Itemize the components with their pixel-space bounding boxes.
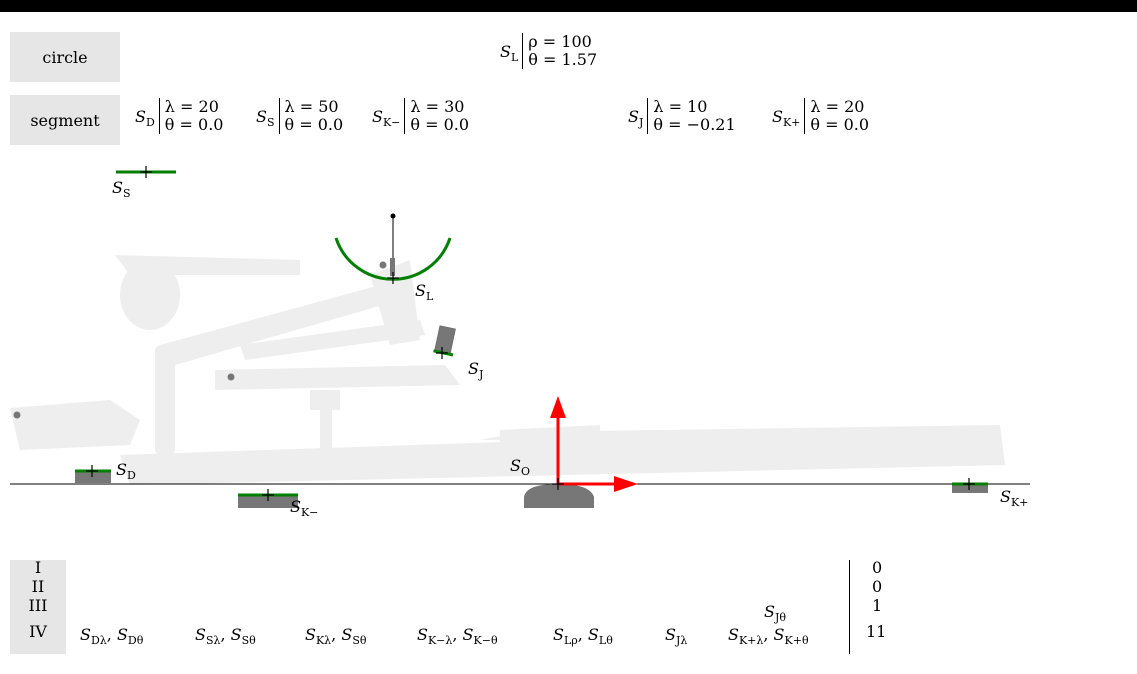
dof-row-iv-item-kplus: SK+λ, SK+θ — [728, 625, 809, 647]
body-sd — [75, 471, 111, 483]
circle-row-label: circle — [10, 32, 120, 82]
pivot-dot-damper — [13, 411, 21, 419]
pivot-dot-wippen — [227, 373, 235, 381]
ghost-hammer-shank — [160, 285, 400, 365]
ghost-damper — [10, 400, 140, 450]
label-sj: SJ — [468, 359, 484, 381]
ghost-jack — [155, 345, 175, 455]
ghost-capstan — [320, 410, 332, 455]
center-dot-sl — [390, 213, 396, 219]
segment-row-label: segment — [10, 95, 120, 145]
dof-row-iv-item-j: SJλ — [665, 625, 688, 647]
marker-sl — [387, 272, 399, 284]
pivot-dot-hammer — [379, 261, 387, 269]
label-skplus: SK+ — [1000, 487, 1029, 509]
dof-row-iv-count: 11 — [866, 622, 887, 641]
dof-row-iv-item-l: SLρ, SLθ — [553, 625, 613, 647]
top-border — [0, 0, 1137, 12]
body-skminus — [238, 495, 298, 508]
label-sl: SL — [415, 281, 434, 303]
marker-skplus — [963, 478, 975, 490]
marker-sd — [86, 465, 98, 477]
dof-row-iv-item-k: SKλ, SSθ — [305, 625, 367, 647]
body-sl — [390, 258, 395, 276]
ghost-hammer-head — [120, 260, 180, 330]
label-so: SO — [510, 456, 530, 478]
dof-table-separator — [849, 560, 850, 654]
dof-row-iv-item-d: SDλ, SDθ — [80, 625, 144, 647]
ghost-wippen-flange — [310, 390, 340, 410]
label-skminus: SK− — [290, 497, 319, 519]
dof-row-iv-label: IV — [29, 622, 47, 641]
ghost-rep-lever — [240, 320, 425, 360]
ghost-mechanism — [10, 255, 1005, 485]
marker-skminus — [262, 489, 274, 501]
ghost-flange — [370, 260, 420, 345]
dof-row-iv-item-s: SSλ, SSθ — [195, 625, 256, 647]
dof-row-iii-label: III — [28, 596, 48, 615]
dof-row-iv-item-kminus: SK−λ, SK−θ — [417, 625, 498, 647]
dof-row-i-label: I — [34, 558, 42, 577]
origin-dome — [524, 484, 594, 508]
dof-row-iii-count: 1 — [872, 596, 883, 615]
ghost-top-rail — [115, 255, 300, 275]
ghost-wippen — [215, 365, 460, 390]
label-ss: SS — [112, 178, 131, 200]
block-sj — [433, 325, 456, 357]
x-axis-arrowhead — [614, 476, 638, 492]
marker-sj — [436, 347, 448, 359]
dof-row-iii-item: SJθ — [764, 602, 787, 624]
dof-row-ii-label: II — [31, 577, 45, 596]
ghost-backcheck — [500, 425, 600, 445]
y-axis-arrowhead — [550, 396, 566, 418]
marker-so — [552, 478, 564, 490]
ghost-key-top — [480, 425, 1000, 445]
dof-row-ii-count: 0 — [872, 577, 883, 596]
marker-ss — [140, 166, 152, 178]
label-sd: SD — [116, 460, 136, 482]
dof-table-label-column — [10, 560, 66, 654]
body-skplus — [952, 484, 988, 493]
dof-row-i-count: 0 — [872, 558, 883, 577]
